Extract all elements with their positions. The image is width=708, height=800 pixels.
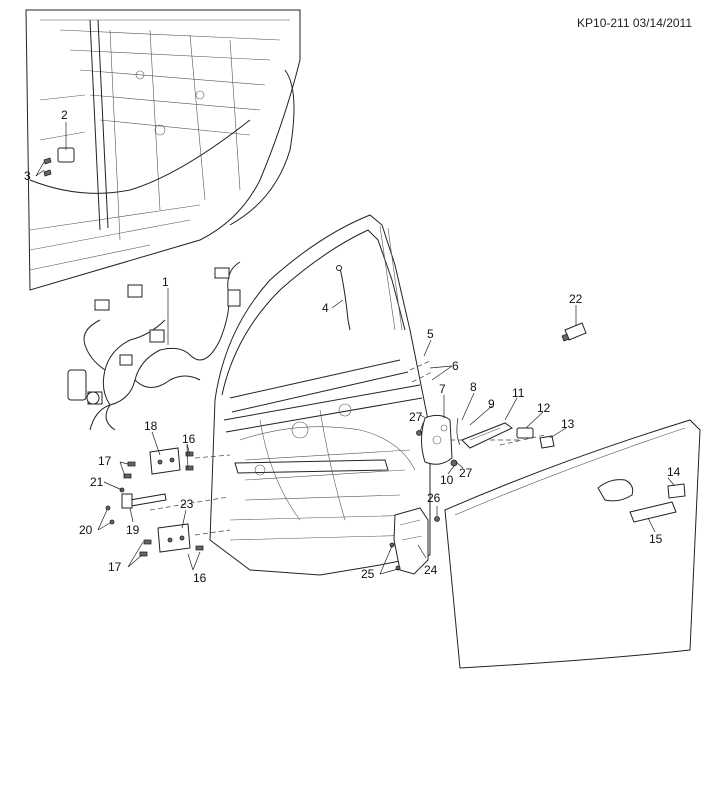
wiring-harness [67, 261, 241, 431]
door-inner-panel [209, 214, 431, 576]
callout-6: 6 [452, 359, 459, 373]
leader-lines [35, 122, 675, 575]
callout-17-lower: 17 [108, 560, 122, 574]
callout-19: 19 [126, 523, 140, 537]
callout-3: 3 [24, 169, 31, 183]
door-weatherstrip-bracket [389, 507, 440, 575]
callout-23: 23 [180, 497, 194, 511]
door-lock-actuator [416, 414, 458, 467]
callout-12: 12 [537, 401, 551, 415]
callout-17-upper: 17 [98, 454, 112, 468]
body-side-structure [25, 9, 301, 291]
upper-hinge [123, 447, 194, 479]
callout-11: 11 [512, 386, 525, 400]
callout-27-lower: 27 [459, 466, 473, 480]
callout-15: 15 [649, 532, 663, 546]
lock-cylinder [561, 322, 587, 342]
lower-hinge [139, 523, 204, 557]
callout-14: 14 [667, 465, 681, 479]
check-link [105, 487, 167, 525]
callout-18: 18 [144, 419, 158, 433]
callout-25: 25 [361, 567, 375, 581]
diagram-reference: KP10-211 03/14/2011 [577, 16, 692, 30]
callout-20: 20 [79, 523, 93, 537]
door-outer-panel [444, 419, 701, 669]
callout-27-upper: 27 [409, 410, 423, 424]
callout-10: 10 [440, 473, 454, 487]
callout-labels: 1 2 3 4 5 6 7 8 9 10 11 12 13 14 15 16 1… [24, 108, 681, 585]
callout-2: 2 [61, 108, 68, 122]
callout-5: 5 [427, 327, 434, 341]
callout-24: 24 [424, 563, 438, 577]
callout-26: 26 [427, 491, 441, 505]
callout-13: 13 [561, 417, 575, 431]
handle-bracket [456, 417, 513, 449]
callout-8: 8 [470, 380, 477, 394]
handle-cap [516, 427, 555, 449]
callout-21: 21 [90, 475, 104, 489]
callout-22: 22 [569, 292, 583, 306]
callout-4: 4 [322, 301, 329, 315]
callout-9: 9 [488, 397, 495, 411]
callout-16-upper: 16 [182, 432, 196, 446]
callout-1: 1 [162, 275, 169, 289]
callout-7: 7 [439, 382, 446, 396]
callout-16-lower: 16 [193, 571, 207, 585]
